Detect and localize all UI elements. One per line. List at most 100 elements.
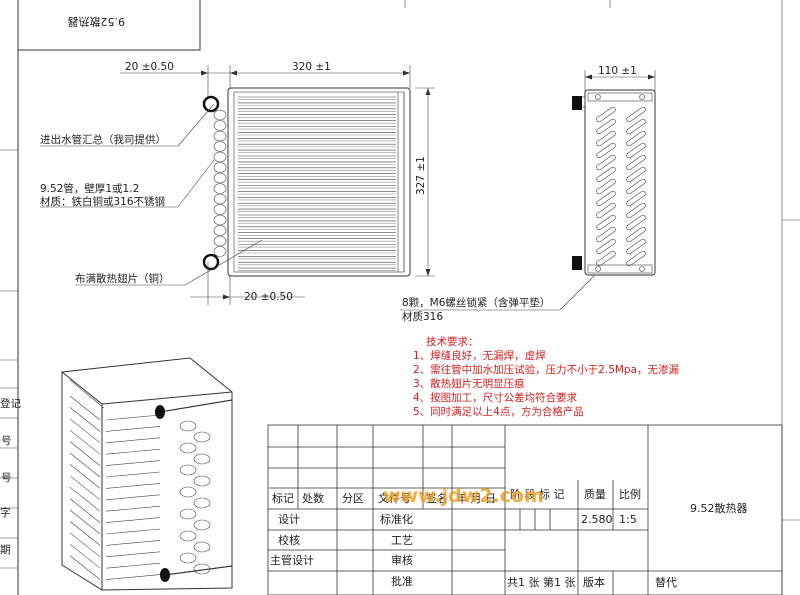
iso-tube-bend — [179, 530, 197, 542]
tube-bend — [213, 141, 227, 152]
side-slot — [626, 130, 646, 147]
callout-bolt-2: 材质316 — [402, 310, 443, 323]
tube-bend — [213, 193, 227, 205]
iso-tube-bend — [193, 475, 211, 487]
side-slot — [596, 238, 616, 255]
iso-fin-line — [69, 555, 101, 580]
tb-standardize: 标准化 — [380, 512, 413, 526]
iso-fin-line — [69, 498, 101, 523]
iso-fin-line — [105, 448, 161, 455]
iso-tube-bend — [193, 519, 211, 531]
title-box: 9.52散热器 — [17, 0, 201, 51]
iso-tube-bend — [179, 508, 197, 520]
margin-label-2: 号 — [1, 435, 12, 447]
side-slot — [596, 250, 616, 267]
dim-height: 327 ±1 — [415, 156, 427, 195]
iso-fin-line — [69, 395, 101, 421]
iso-fin-line — [105, 494, 161, 501]
tube-bend — [213, 183, 227, 194]
callout-tube-2: 材质：铁白铜或316不锈钢 — [40, 195, 165, 208]
iso-tube-bend — [193, 453, 211, 465]
iso-fin-line — [105, 574, 161, 580]
iso-fin-line — [69, 407, 101, 432]
side-slots — [596, 106, 646, 267]
side-slot — [626, 142, 646, 159]
iso-fin-line — [105, 528, 161, 535]
tube-bend — [213, 172, 227, 184]
tube-bend — [213, 130, 227, 142]
tube-bend — [213, 151, 227, 163]
fin-lines — [238, 96, 396, 272]
iso-fin-line — [69, 441, 101, 466]
iso-tube-bend — [193, 431, 211, 443]
margin-label-4: 字 — [0, 506, 11, 519]
side-slot — [626, 190, 646, 207]
tb-sheets: 共1 张 第1 张 — [507, 575, 576, 589]
iso-tube-bend — [179, 552, 197, 564]
tb-header-date: 年 月 日 — [456, 491, 496, 505]
tb-scale-header: 比例 — [619, 487, 641, 501]
tb-header-count: 处数 — [302, 492, 324, 505]
left-margin-labels: 登记 号 号 字 期 — [0, 359, 21, 569]
tube-bend — [213, 162, 227, 173]
iso-fin-line — [69, 429, 101, 455]
front-view: 320 ±1 20 ±0.50 327 ±1 20 ±0.50 进出水管汇总 — [40, 61, 435, 305]
callout-inlet: 进出水管汇总（我司提供） — [40, 133, 166, 146]
requirement-1: 1、焊缝良好，无漏焊，虚焊 — [413, 349, 546, 362]
requirement-5: 5、同时满足以上4点，方为合格产品 — [413, 405, 584, 418]
tb-stage-header: 阶 段 标 记 — [510, 487, 565, 501]
iso-fin-line — [69, 532, 101, 558]
margin-label-5: 期 — [0, 544, 11, 556]
iso-tube-bend — [193, 497, 211, 509]
iso-tube-bend — [179, 486, 197, 498]
tube-bend — [213, 214, 227, 226]
tb-header-sign: 签名 — [426, 491, 448, 505]
iso-tube-bends — [179, 420, 211, 575]
tube-bend — [213, 225, 227, 236]
tb-replace: 替代 — [655, 575, 677, 589]
iso-fin-line — [105, 471, 161, 478]
iso-fin-line — [69, 521, 101, 546]
tb-scale-value: 1:5 — [619, 513, 637, 526]
side-slot — [596, 202, 616, 219]
iso-fin-line — [105, 505, 161, 512]
side-slot — [626, 214, 646, 231]
tb-mass-value: 2.580 — [581, 513, 613, 526]
iso-fin-lines — [69, 395, 161, 580]
side-slot — [626, 202, 646, 219]
requirement-2: 2、需往管中加水加压试验，压力不小于2.5Mpa，无渗漏 — [413, 363, 679, 376]
tb-header-doc: 文件号 — [378, 491, 411, 505]
title-block: 标记 处数 分区 文件号 签名 年 月 日 阶 段 标 记 质量 比例 2.58… — [267, 424, 783, 595]
tb-review: 审核 — [391, 553, 413, 567]
watermark-text: www.jdw2.com — [383, 485, 544, 507]
dim-width: 320 ±1 — [292, 61, 331, 73]
iso-fin-line — [69, 418, 101, 444]
iso-tube-bend — [193, 541, 211, 553]
side-slot — [596, 226, 616, 243]
iso-fin-line — [69, 475, 101, 501]
tb-mass-header: 质量 — [584, 488, 606, 501]
iso-fin-line — [105, 426, 161, 432]
inlet-pipe-icon — [202, 95, 220, 113]
iso-fin-line — [105, 562, 161, 569]
dim-offset-top: 20 ±0.50 — [125, 61, 174, 73]
side-slot — [596, 154, 616, 171]
side-slot — [626, 238, 646, 255]
tb-chief-design: 主管设计 — [270, 553, 314, 567]
margin-label-1: 登记 — [0, 397, 21, 410]
side-slot — [596, 142, 616, 159]
iso-fin-line — [105, 517, 161, 523]
tb-process: 工艺 — [391, 534, 413, 547]
iso-tube-bend — [179, 442, 197, 454]
iso-fin-line — [69, 486, 101, 512]
side-slot — [626, 106, 646, 123]
tb-check: 校核 — [278, 533, 300, 547]
tube-bend — [213, 204, 227, 215]
tube-bend — [213, 120, 227, 131]
iso-fin-line — [69, 509, 101, 535]
side-slot — [626, 166, 646, 183]
tube-bend — [213, 235, 227, 247]
iso-fin-line — [69, 464, 101, 489]
side-slot — [596, 118, 616, 135]
